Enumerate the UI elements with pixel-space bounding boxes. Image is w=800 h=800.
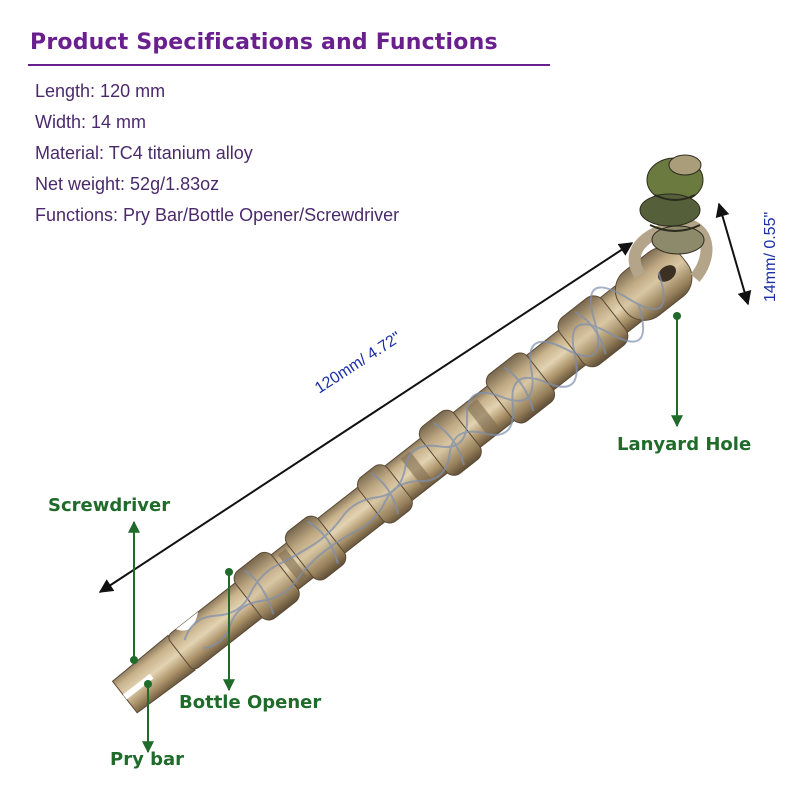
spec-weight: Net weight: 52g/1.83oz bbox=[35, 174, 220, 194]
bottle-opener-dot bbox=[225, 568, 233, 576]
pry-bar-dot bbox=[144, 680, 152, 688]
lanyard-hole-label: Lanyard Hole bbox=[617, 434, 752, 455]
pry-bar-label: Pry bar bbox=[110, 749, 184, 770]
titanium-bar bbox=[111, 247, 693, 714]
spec-length: Length: 120 mm bbox=[35, 81, 166, 101]
lanyard-cord bbox=[628, 154, 713, 282]
bottle-opener-label: Bottle Opener bbox=[179, 692, 322, 713]
spec-width: Width: 14 mm bbox=[35, 112, 147, 132]
width-dimension-line bbox=[715, 202, 752, 306]
screwdriver-label: Screwdriver bbox=[48, 495, 171, 516]
spec-functions: Functions: Pry Bar/Bottle Opener/Screwdr… bbox=[35, 205, 400, 225]
spec-list: Length: 120 mm Width: 14 mm Material: TC… bbox=[35, 76, 399, 231]
spec-material: Material: TC4 titanium alloy bbox=[35, 143, 253, 163]
width-dimension-label: 14mm/ 0.55" bbox=[762, 211, 779, 302]
page-title: Product Specifications and Functions bbox=[30, 30, 498, 55]
title-underline bbox=[28, 64, 550, 66]
length-dimension-line bbox=[98, 242, 634, 593]
screwdriver-dot bbox=[130, 656, 138, 664]
lanyard-hole-dot bbox=[673, 312, 681, 320]
